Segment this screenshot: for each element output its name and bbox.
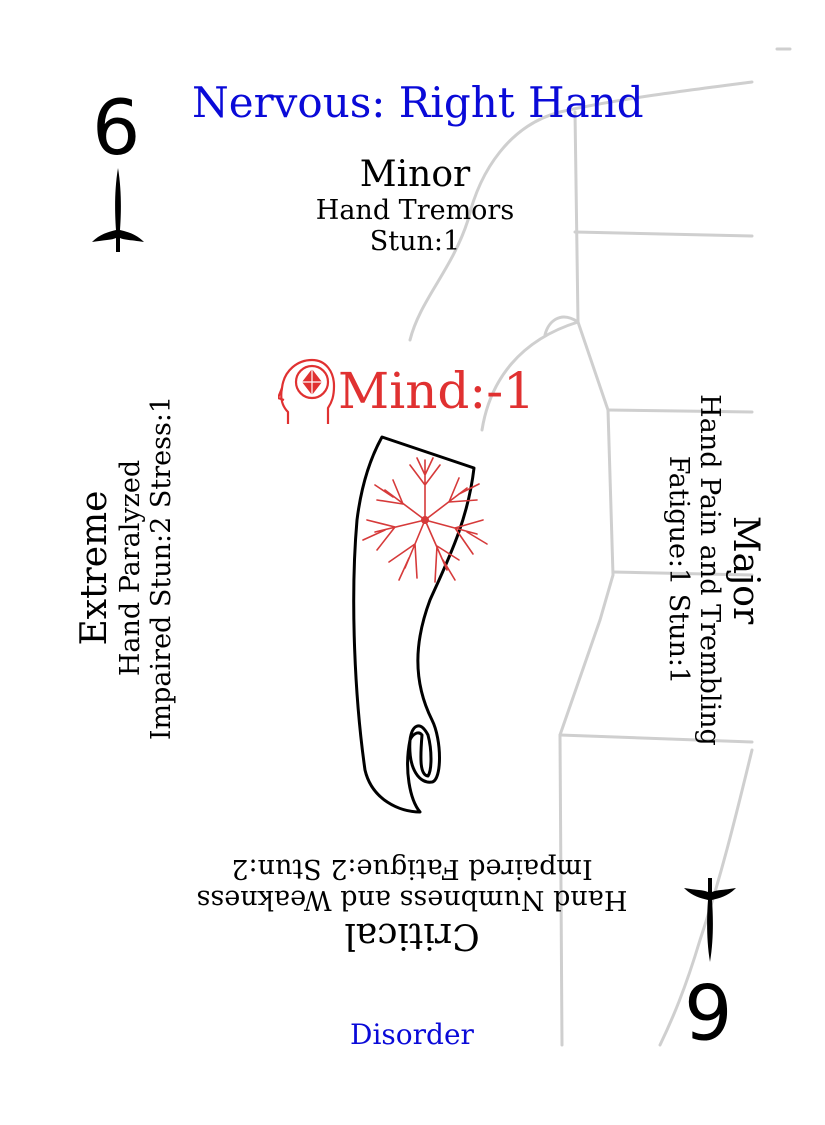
- mind-effect-label: Mind:-1: [338, 362, 535, 420]
- major-effect: Fatigue:1 Stun:1: [663, 455, 695, 685]
- major-heading: Major: [725, 515, 766, 625]
- rank-bottom-right: 6: [684, 966, 733, 1055]
- neuron-icon: [362, 457, 488, 583]
- extreme-name: Hand Paralyzed: [114, 459, 146, 677]
- major-section: Major Hand Pain and Trembling Fatigue:1 …: [615, 350, 766, 790]
- extreme-heading: Extreme: [74, 490, 115, 646]
- critical-section: Critical Hand Numbness and Weakness Impa…: [172, 835, 652, 956]
- extreme-section: Extreme Hand Paralyzed Impaired Stun:2 S…: [74, 348, 225, 788]
- minor-section: Minor Hand Tremors Stun:1: [265, 155, 565, 257]
- spade-dagger-icon-bottom: [684, 878, 736, 962]
- card-footer: Disorder: [350, 1018, 474, 1051]
- major-name: Hand Pain and Trembling: [694, 394, 726, 746]
- rank-top-left: 6: [92, 83, 141, 172]
- card-title: Nervous: Right Hand: [192, 78, 644, 127]
- critical-effect: Impaired Fatigue:2 Stun:2: [231, 853, 593, 885]
- minor-effect: Stun:1: [369, 225, 461, 257]
- critical-name: Hand Numbness and Weakness: [196, 884, 628, 916]
- minor-heading: Minor: [359, 154, 471, 195]
- spade-dagger-icon: [92, 168, 144, 252]
- critical-heading: Critical: [344, 915, 480, 956]
- extreme-effect: Impaired Stun:2 Stress:1: [145, 395, 177, 741]
- minor-name: Hand Tremors: [315, 194, 515, 226]
- head-gem-icon: [278, 358, 336, 424]
